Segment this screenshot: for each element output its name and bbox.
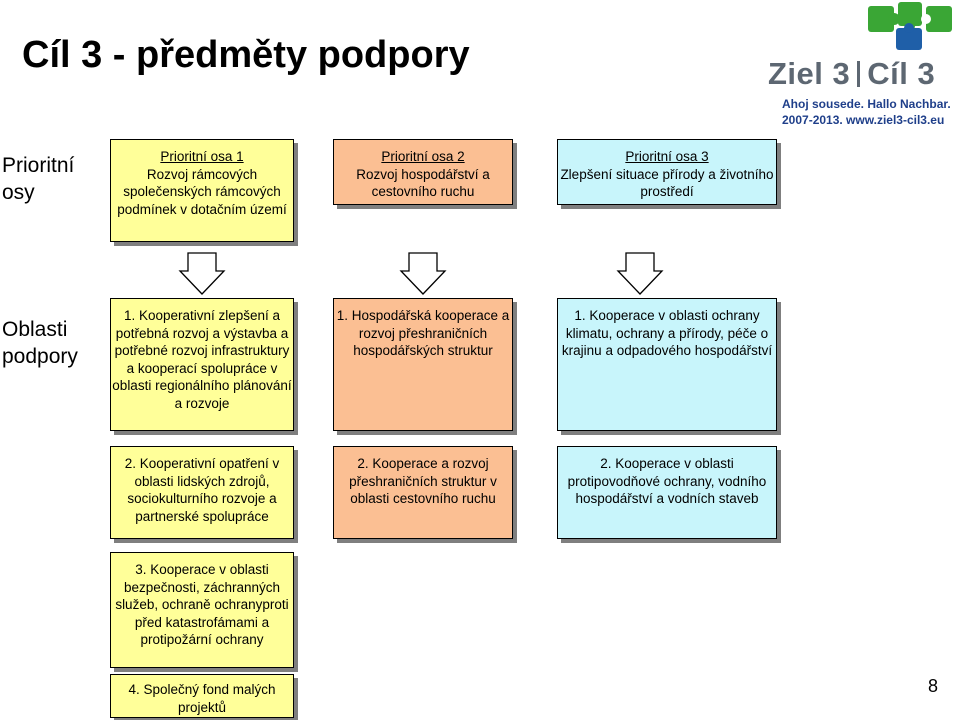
support-area-3-2: 2. Kooperace v oblasti protipovodňové oc… bbox=[557, 446, 777, 539]
down-arrow-icon bbox=[616, 252, 664, 295]
support-area-1-2: 2. Kooperativní opatření v oblasti lidsk… bbox=[110, 446, 294, 539]
axis-text: Rozvoj rámcových společenských rámcových… bbox=[117, 166, 287, 217]
support-area-3-1: 1. Kooperace v oblasti ochrany klimatu, … bbox=[557, 298, 777, 431]
axis-heading: Prioritní osa 3 bbox=[625, 149, 709, 164]
row-label-priority-axes: Prioritní osy bbox=[2, 154, 75, 204]
axis-text: Rozvoj hospodářství a cestovního ruchu bbox=[356, 166, 490, 200]
priority-axis-1: Prioritní osa 1 Rozvoj rámcových společe… bbox=[110, 139, 294, 242]
axis-heading: Prioritní osa 2 bbox=[381, 149, 465, 164]
logo-tagline: Ahoj sousede. Hallo Nachbar. bbox=[782, 97, 951, 111]
priority-axis-3: Prioritní osa 3 Zlepšení situace přírody… bbox=[557, 139, 777, 205]
support-area-1-1: 1. Kooperativní zlepšení a potřebná rozv… bbox=[110, 298, 294, 431]
axis-text: Zlepšení situace přírody a životního pro… bbox=[560, 166, 774, 200]
support-area-1-4: 4. Společný fond malých projektů bbox=[110, 674, 294, 718]
slide-title: Cíl 3 - předměty podpory bbox=[22, 34, 470, 76]
down-arrow-icon bbox=[178, 252, 226, 295]
page-number: 8 bbox=[928, 676, 939, 696]
row-label-support-areas: Oblasti podpory bbox=[2, 318, 78, 368]
support-area-2-2: 2. Kooperace a rozvoj přeshraničních str… bbox=[333, 446, 513, 539]
axis-heading: Prioritní osa 1 bbox=[160, 149, 244, 164]
down-arrow-icon bbox=[399, 252, 447, 295]
support-area-1-3: 3. Kooperace v oblasti bezpečnosti, zách… bbox=[110, 552, 294, 668]
priority-axis-2: Prioritní osa 2 Rozvoj hospodářství a ce… bbox=[333, 139, 513, 205]
logo-period-url: 2007-2013. www.ziel3-cil3.eu bbox=[782, 113, 945, 127]
support-area-2-1: 1. Hospodářská kooperace a rozvoj přeshr… bbox=[333, 298, 513, 431]
puzzle-logo-icon bbox=[868, 2, 952, 50]
